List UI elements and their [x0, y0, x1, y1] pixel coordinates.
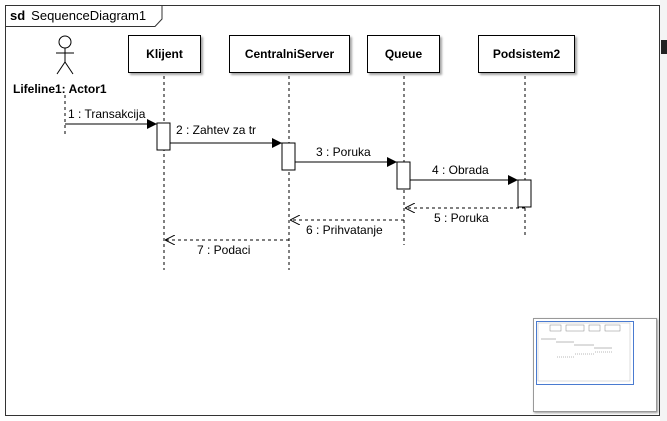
frame-name: SequenceDiagram1	[31, 8, 147, 23]
message-1-label: 1 : Transakcija	[68, 107, 146, 121]
lifeline-head-queue[interactable]: Queue	[367, 35, 440, 73]
activation-server[interactable]	[281, 142, 296, 171]
lifeline-label-klijent: Klijent	[146, 47, 183, 61]
minimap-thumbnail	[537, 322, 631, 382]
lifeline-head-klijent[interactable]: Klijent	[128, 35, 201, 73]
frame-title-tab[interactable]: sd SequenceDiagram1	[5, 5, 154, 27]
actor-label: Lifeline1: Actor1	[13, 82, 107, 96]
message-6-label: 6 : Prihvatanje	[306, 223, 383, 237]
activation-podsistem[interactable]	[517, 179, 532, 208]
message-3-label: 3 : Poruka	[316, 145, 371, 159]
message-4-label: 4 : Obrada	[432, 163, 489, 177]
lifeline-head-podsistem[interactable]: Podsistem2	[478, 35, 575, 73]
lifeline-label-podsistem: Podsistem2	[492, 47, 561, 61]
lifeline-head-server[interactable]: CentralniServer	[229, 35, 350, 73]
minimap-viewport[interactable]	[536, 321, 634, 385]
message-5-label: 5 : Poruka	[434, 211, 489, 225]
actor-icon[interactable]	[56, 35, 74, 75]
activation-queue[interactable]	[396, 161, 411, 190]
message-7-label: 7 : Podaci	[197, 243, 250, 257]
frame-tab-outline	[5, 5, 163, 27]
message-2-label: 2 : Zahtev za tr	[176, 123, 256, 137]
lifeline-label-server: CentralniServer	[244, 47, 335, 61]
scrollbar-thumb[interactable]	[661, 40, 667, 54]
lifeline-label-queue: Queue	[384, 47, 423, 61]
frame-keyword: sd	[10, 8, 26, 23]
vertical-scrollbar[interactable]	[660, 0, 667, 421]
diagram-overview-minimap[interactable]	[533, 318, 657, 412]
activation-klijent[interactable]	[156, 122, 171, 151]
